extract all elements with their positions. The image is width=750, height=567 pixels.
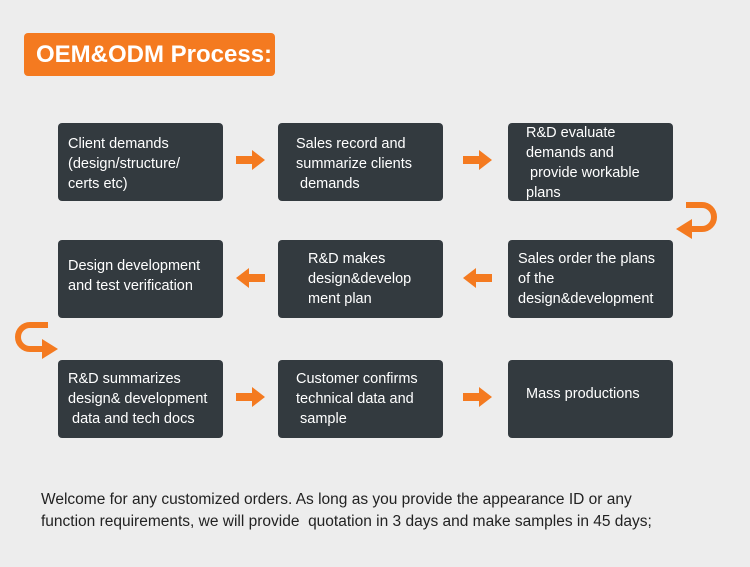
arrow-right-icon (236, 150, 265, 170)
u-turn-arrow-icon (676, 202, 717, 239)
step-customer-confirms: Customer confirms technical data and sam… (278, 360, 443, 438)
page-title: OEM&ODM Process: (24, 33, 275, 76)
step-rd-makes-plan: R&D makes design&develop ment plan (278, 240, 443, 318)
footer-line-1: Welcome for any customized orders. As lo… (41, 491, 632, 508)
step-rd-evaluate: R&D evaluate demands and provide workabl… (508, 123, 673, 201)
arrow-right-icon (463, 387, 492, 407)
arrow-left-icon (463, 268, 492, 288)
step-sales-record: Sales record and summarize clients deman… (278, 123, 443, 201)
arrow-left-icon (236, 268, 265, 288)
step-mass-productions: Mass productions (508, 360, 673, 438)
u-turn-arrow-icon (15, 322, 58, 359)
footer-line-2: function requirements, we will provide q… (41, 513, 652, 530)
arrow-right-icon (236, 387, 265, 407)
step-design-development: Design development and test verification (58, 240, 223, 318)
arrow-right-icon (463, 150, 492, 170)
step-client-demands: Client demands (design/structure/ certs … (58, 123, 223, 201)
step-sales-order-plans: Sales order the plans of the design&deve… (508, 240, 673, 318)
step-rd-summarizes: R&D summarizes design& development data … (58, 360, 223, 438)
footer-note: Welcome for any customized orders. As lo… (41, 489, 731, 533)
